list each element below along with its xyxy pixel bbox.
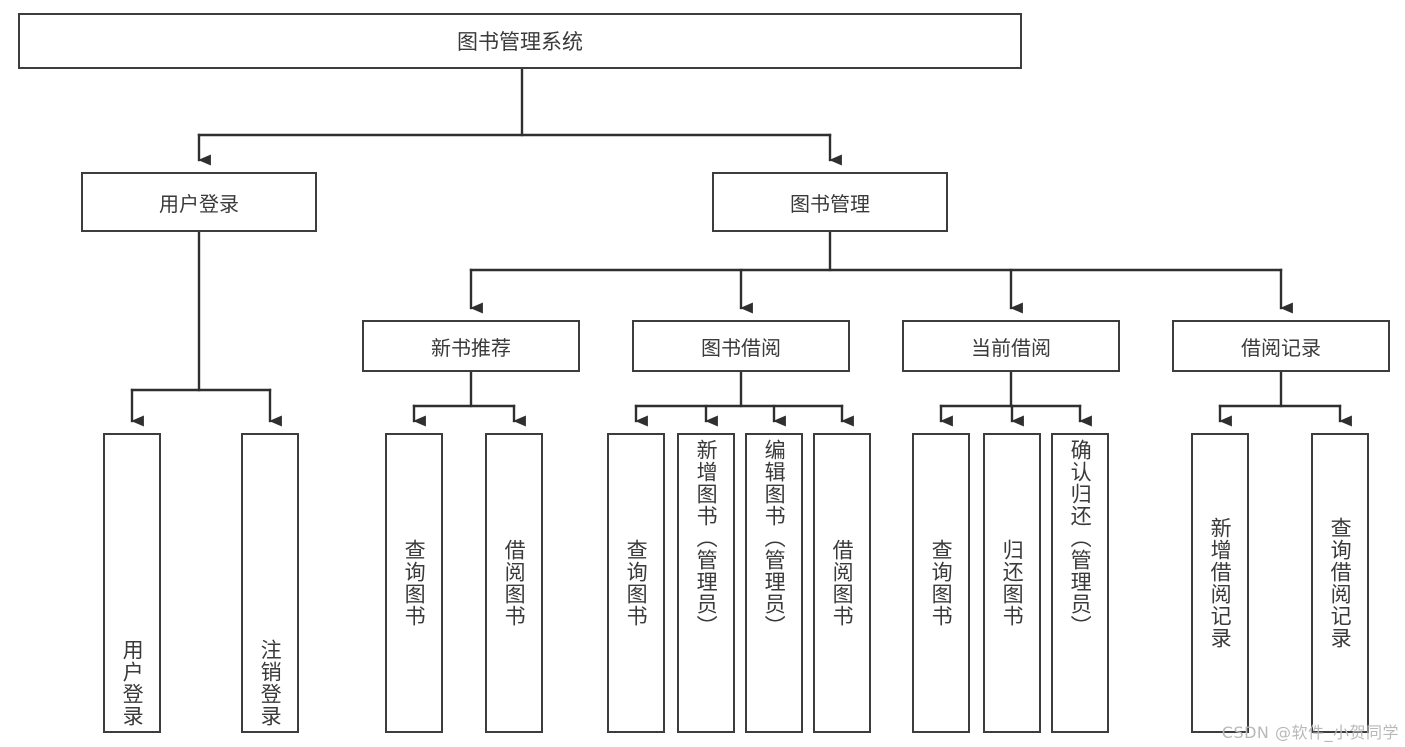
leaf-query-borrow-record[interactable]: 查询借阅记录 — [1311, 433, 1369, 733]
node-book-borrow[interactable]: 图书借阅 — [632, 320, 850, 372]
node-user-login[interactable]: 用户登录 — [81, 172, 317, 232]
leaf-user-login[interactable]: 用户登录 — [103, 433, 161, 733]
leaf-borrow-book-newbook-label: 借阅图书 — [502, 539, 527, 627]
node-root-label: 图书管理系统 — [457, 30, 583, 54]
leaf-confirm-return-admin-label: 确认归还（管理员） — [1068, 439, 1093, 637]
leaf-add-book-admin-label: 新增图书（管理员） — [694, 439, 719, 637]
node-new-book-recommend-label: 新书推荐 — [431, 335, 511, 360]
leaf-add-borrow-record-label: 新增借阅记录 — [1208, 517, 1233, 649]
leaf-confirm-return-admin[interactable]: 确认归还（管理员） — [1051, 433, 1109, 733]
leaf-query-book-newbook[interactable]: 查询图书 — [385, 433, 443, 733]
node-current-borrow-label: 当前借阅 — [971, 335, 1051, 360]
node-book-management[interactable]: 图书管理 — [712, 172, 948, 232]
leaf-query-book-current[interactable]: 查询图书 — [912, 433, 970, 733]
watermark: CSDN @软件_小贺同学 — [1221, 723, 1399, 742]
node-book-borrow-label: 图书借阅 — [701, 335, 781, 360]
node-book-management-label: 图书管理 — [790, 191, 870, 216]
node-borrow-record[interactable]: 借阅记录 — [1172, 320, 1390, 372]
node-user-login-label: 用户登录 — [159, 191, 239, 216]
node-root[interactable]: 图书管理系统 — [18, 13, 1022, 69]
node-new-book-recommend[interactable]: 新书推荐 — [362, 320, 580, 372]
node-borrow-record-label: 借阅记录 — [1241, 335, 1321, 360]
leaf-add-borrow-record[interactable]: 新增借阅记录 — [1191, 433, 1249, 733]
leaf-lend-book[interactable]: 借阅图书 — [813, 433, 871, 733]
leaf-edit-book-admin[interactable]: 编辑图书（管理员） — [745, 433, 803, 733]
node-current-borrow[interactable]: 当前借阅 — [902, 320, 1120, 372]
leaf-lend-book-label: 借阅图书 — [830, 539, 855, 627]
leaf-add-book-admin[interactable]: 新增图书（管理员） — [677, 433, 735, 733]
leaf-query-book-current-label: 查询图书 — [929, 539, 954, 627]
leaf-return-book[interactable]: 归还图书 — [983, 433, 1041, 733]
leaf-query-borrow-record-label: 查询借阅记录 — [1328, 517, 1353, 649]
leaf-edit-book-admin-label: 编辑图书（管理员） — [762, 439, 787, 637]
leaf-user-login-label: 用户登录 — [120, 639, 145, 727]
leaf-query-book-borrow-label: 查询图书 — [624, 539, 649, 627]
leaf-logout[interactable]: 注销登录 — [241, 433, 299, 733]
leaf-logout-label: 注销登录 — [258, 639, 283, 727]
leaf-borrow-book-newbook[interactable]: 借阅图书 — [485, 433, 543, 733]
leaf-return-book-label: 归还图书 — [1000, 539, 1025, 627]
leaf-query-book-borrow[interactable]: 查询图书 — [607, 433, 665, 733]
leaf-query-book-newbook-label: 查询图书 — [402, 539, 427, 627]
